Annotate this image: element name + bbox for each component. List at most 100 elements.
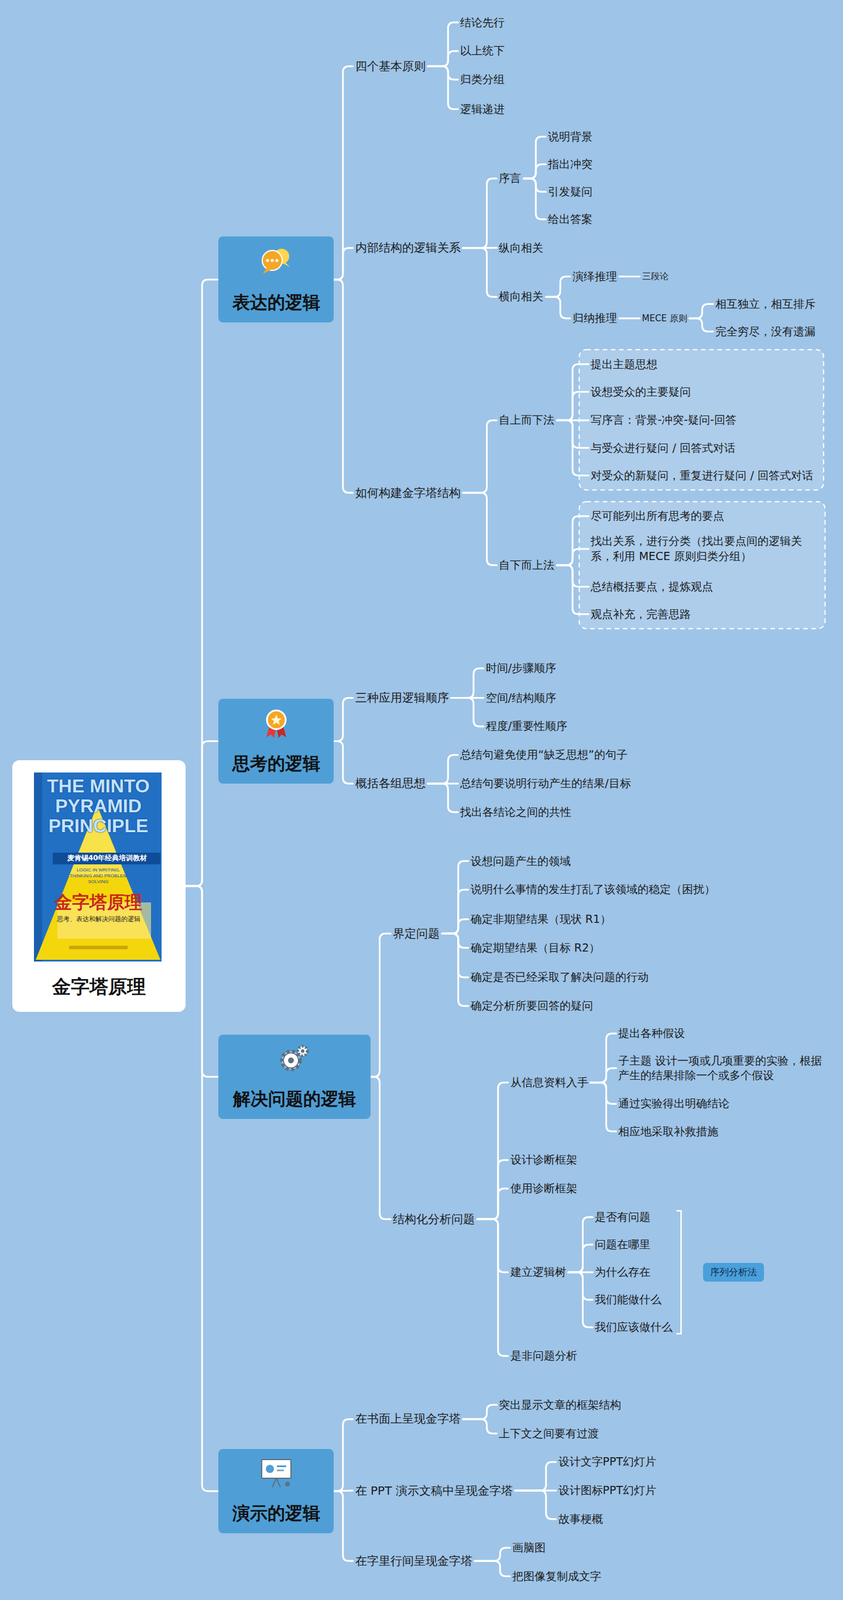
leaf-node: 问题在哪里 [592,1236,653,1254]
dot [270,259,274,263]
leaf-node: 提出各种假设 [615,1025,688,1043]
node-text: 序言 [498,170,522,187]
leaf-node: 设计图标PPT幻灯片 [556,1482,660,1500]
branch-line [515,1462,557,1492]
node-text: 在 PPT 演示文稿中呈现金字塔 [355,1483,513,1500]
gear-hub [288,1057,294,1064]
leaf-node: 尽可能列出所有思考的要点 [588,507,727,526]
node-text: 观点补充，完善思路 [590,607,691,623]
branch-line [441,889,469,934]
branch-line [556,391,589,421]
leaf-node: 总结句要说明行动产生的结果/目标 [457,775,633,793]
node-text: 通过实验得出明确结论 [618,1096,730,1112]
leaf-node: 完全穷尽，没有遗漏 [713,323,818,341]
branch-line [590,1068,617,1083]
branch-line [427,22,459,67]
branch-line [427,755,459,784]
small-node: 三段论 [639,269,671,284]
branch-line [463,1405,498,1420]
leaf-node: 指出冲突 [545,155,595,174]
topic-text: 思考的逻辑 [218,752,334,776]
leaf-node: 自下而上法 [496,556,557,575]
branch-line [333,697,354,742]
leaf-node: 序言 [496,169,524,188]
branch-line [427,66,459,109]
leaf-node: 自上而下法 [496,411,557,430]
node-text: 从信息资料入手 [510,1075,589,1091]
gear-teeth [282,1051,300,1070]
leaf-node: 相互独立，相互排斥 [713,295,818,314]
branch-line [477,1188,508,1220]
branch-line [333,66,354,280]
node-text: 设想受众的主要疑问 [590,384,691,400]
bubble-tail [282,262,290,267]
leaf-node: 与受众进行疑问 / 回答式对话 [588,439,738,458]
node-text: 把图像复制成文字 [512,1569,602,1585]
chat-icon [259,244,294,277]
decoration-group [578,350,825,1335]
dashed-panel [578,501,825,629]
node-text: 我们应该做什么 [594,1320,673,1336]
node-text: 找出关系，进行分类（找出要点间的逻辑关系，利用 MECE 原则归类分组） [590,533,815,564]
branch-line [463,492,498,566]
leaf-node: 是非问题分析 [508,1347,580,1366]
node-text: 使用诊断框架 [510,1181,578,1197]
branch-line [689,318,714,332]
node-text: 如何构建金字塔结构 [355,485,461,502]
branch-line [333,1419,354,1492]
branch-line [619,275,640,278]
node-text: 画脑图 [512,1540,546,1557]
node-text: 说明背景 [547,129,593,145]
leaf-node: 设计文字PPT幻灯片 [556,1453,660,1472]
branch-line [185,741,219,887]
branch-line [370,933,391,1078]
leaf-node: 设想受众的主要疑问 [588,383,694,402]
node-text: 提出各种假设 [618,1026,685,1042]
leaf-node: 引发疑问 [545,183,595,201]
node-text: 三种应用逻辑顺序 [355,690,450,707]
cover-text: 麦肯锡40年经典培训教材 [52,853,162,863]
board-icon [259,1457,294,1490]
topic-box: 思考的逻辑 [218,698,334,784]
node-text: 给出答案 [547,211,593,228]
stand [272,1478,277,1488]
topic-box: 解决问题的逻辑 [218,1035,371,1120]
branch-line [333,279,354,493]
node-text: 故事梗概 [558,1512,603,1528]
branch-line [477,1219,508,1273]
branch-line [463,178,498,249]
node-text: 突出显示文章的框架结构 [498,1397,622,1414]
branch-line [568,1272,594,1328]
branch-line [523,136,546,179]
node-text: 与受众进行疑问 / 回答式对话 [590,440,735,457]
node-text: 演绎推理 [572,269,618,285]
topic-box: 演示的逻辑 [218,1449,334,1535]
branch-line [477,1083,508,1221]
leaf-node: 逻辑递进 [457,100,507,119]
small-node: MECE 原则 [639,311,690,326]
node-text: 建立逻辑树 [510,1265,567,1281]
leaf-node: 为什么存在 [592,1263,653,1282]
branch-line [590,1033,617,1084]
cover-ground [33,772,162,962]
node-text: 归类分组 [460,72,505,88]
leaf-node: 横向相关 [496,288,546,306]
leaf-node: 建立逻辑树 [508,1263,569,1282]
tag-pill: 序列分析法 [703,1263,764,1283]
node-text: 逻辑递进 [460,101,505,118]
bracket [676,1211,681,1335]
branch-line [441,919,469,934]
medal-icon [260,707,293,739]
branch-node: 如何构建金字塔结构 [353,484,464,503]
leaf-node: 演绎推理 [570,268,620,286]
node-text: 是非问题分析 [510,1348,578,1365]
node-text: 在字里行间呈现金字塔 [355,1553,473,1570]
branch-line [441,861,469,934]
node-text: 相互独立，相互排斥 [715,296,816,313]
leaf-node: 确定是否已经采取了解决问题的行动 [468,968,651,987]
leaf-node: 程度/重要性顺序 [483,717,570,736]
node-text: 自上而下法 [498,412,555,428]
node-text: 找出各结论之间的共性 [460,804,572,821]
branch-line [427,783,459,813]
